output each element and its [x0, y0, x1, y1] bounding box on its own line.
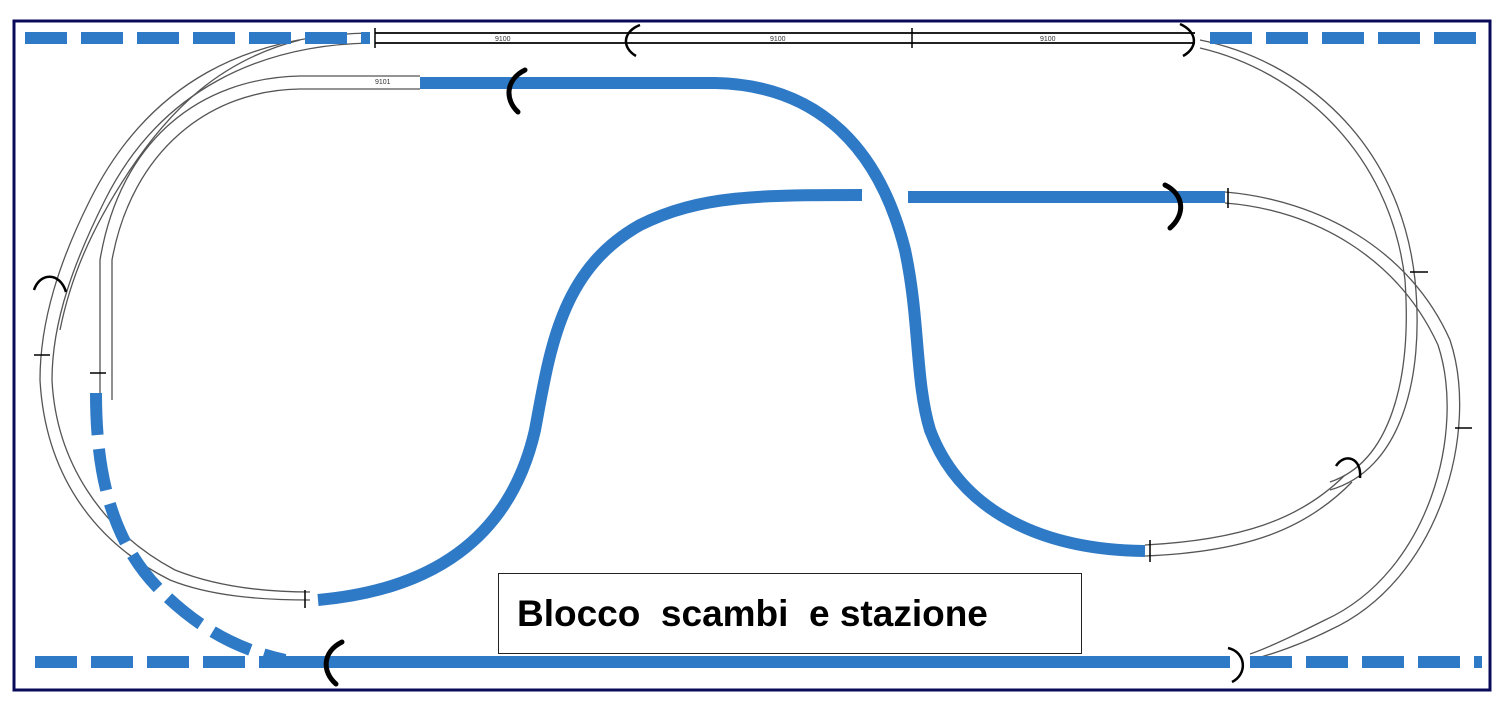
right-lower-link-rail2	[1144, 481, 1353, 557]
isolator-icon	[32, 275, 68, 293]
right-lower-link	[1144, 474, 1346, 546]
right-outer-curve-rail2	[1199, 47, 1407, 483]
baseboard-frame	[12, 19, 1492, 692]
track-label: 9100	[770, 36, 786, 43]
title-box: Blocco scambi e stazione	[498, 573, 1082, 654]
right-inner-curve-rail2	[1224, 202, 1448, 655]
left-inner-curve-rail2	[111, 88, 420, 400]
left-outer-curve	[39, 32, 371, 601]
isolator-icon	[506, 67, 528, 115]
isolator-icon	[624, 23, 641, 58]
title-box-text: Blocco scambi e stazione	[517, 592, 988, 634]
isolator-icon	[1227, 646, 1244, 684]
right-outer-curve	[1199, 39, 1418, 491]
left-dashed-curve-block	[90, 392, 287, 666]
isolator-icon	[1162, 182, 1184, 231]
left-crossover	[59, 39, 301, 331]
isolation-joints	[32, 22, 1362, 687]
top-straight-track	[375, 32, 1195, 44]
left-outer-curve-rail2	[51, 42, 371, 593]
track-outlines	[34, 28, 1472, 661]
isolator-icon	[1334, 457, 1362, 479]
inner-s-curve-block	[317, 189, 863, 606]
left-inner-curve	[99, 75, 420, 400]
track-label: 9101	[375, 79, 391, 86]
block-sections	[25, 32, 1482, 668]
track-label: 9100	[1040, 36, 1056, 43]
track-label: 9100	[495, 36, 511, 43]
right-inner-curve	[1224, 191, 1461, 661]
isolator-icon	[1179, 22, 1196, 58]
isolator-icon	[323, 639, 345, 687]
main-s-curve-block	[420, 77, 1146, 557]
